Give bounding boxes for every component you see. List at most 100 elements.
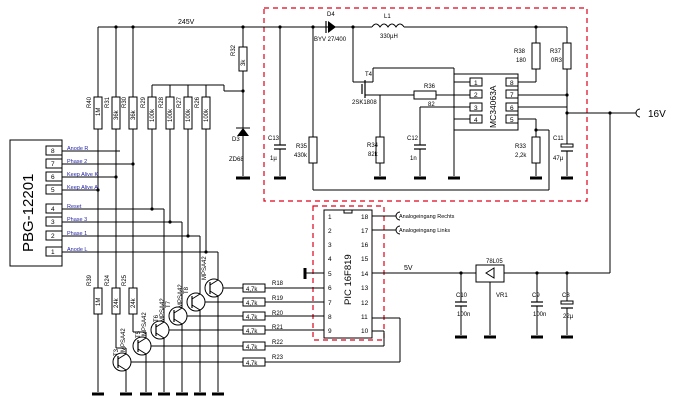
mcu-title: PIC 16F819: [343, 254, 354, 305]
transistor-t7: T7 MPSA42: [160, 221, 243, 396]
boost-converter-outline: [263, 7, 588, 202]
svg-text:9: 9: [328, 328, 332, 335]
svg-text:4,7k: 4,7k: [246, 287, 258, 293]
svg-text:3: 3: [474, 105, 478, 112]
svg-text:13: 13: [361, 285, 369, 292]
svg-text:R29: R29: [141, 96, 147, 108]
pullup-resistor-r31: 36k R31: [105, 96, 121, 130]
svg-text:2,2k: 2,2k: [515, 153, 527, 159]
svg-text:R40: R40: [87, 96, 93, 108]
svg-text:24k: 24k: [131, 297, 137, 308]
svg-text:4: 4: [328, 256, 332, 263]
svg-text:R30: R30: [122, 96, 128, 108]
transistor-t3: T3 MPSA42: [112, 328, 243, 396]
svg-text:C13: C13: [268, 136, 280, 142]
svg-text:D3: D3: [232, 137, 240, 143]
svg-text:R28: R28: [159, 96, 165, 108]
svg-text:2: 2: [51, 233, 55, 240]
svg-text:6: 6: [328, 285, 332, 292]
svg-text:Phase 1: Phase 1: [67, 231, 87, 237]
svg-text:C8: C8: [562, 293, 570, 299]
mc34063a-title: MC34063A: [488, 85, 498, 128]
base-resistor-r20: 4,7k R20: [242, 311, 324, 321]
svg-text:100n: 100n: [533, 312, 546, 318]
svg-text:430k: 430k: [294, 153, 308, 159]
svg-text:180: 180: [516, 58, 527, 64]
svg-text:100k: 100k: [168, 108, 174, 122]
svg-text:R19: R19: [272, 296, 284, 302]
svg-text:2: 2: [474, 92, 478, 99]
svg-text:T3: T3: [114, 348, 120, 356]
base-resistor-r21: 4,7k R21: [242, 325, 324, 335]
svg-text:24k: 24k: [114, 297, 120, 308]
svg-text:100k: 100k: [150, 108, 156, 122]
pullup-resistor-r40: 1M R40: [87, 96, 103, 130]
svg-text:Keep Alive K: Keep Alive K: [67, 172, 99, 178]
svg-text:4,7k: 4,7k: [246, 329, 258, 335]
svg-text:R33: R33: [515, 144, 527, 150]
svg-text:Phase 2: Phase 2: [67, 159, 87, 165]
svg-text:15: 15: [361, 256, 369, 263]
pic-16f819: PIC 16F819 1 2 3 4 5 6 7 8 9 18 17 16 15…: [303, 209, 455, 339]
svg-text:36k: 36k: [131, 109, 137, 120]
base-resistor-r23: 4,7k R23: [242, 317, 401, 367]
svg-text:R21: R21: [272, 325, 284, 331]
svg-text:C10: C10: [456, 293, 468, 299]
pullup-resistor-r28: 100k R28: [159, 96, 175, 130]
svg-text:R39: R39: [87, 274, 93, 286]
svg-text:100k: 100k: [186, 108, 192, 122]
svg-text:3: 3: [328, 242, 332, 249]
svg-text:100n: 100n: [457, 312, 470, 318]
svg-text:82: 82: [428, 102, 435, 108]
rail-5v-label: 5V: [404, 265, 413, 272]
svg-text:R35: R35: [296, 144, 308, 150]
svg-text:4: 4: [51, 206, 55, 213]
svg-text:T8: T8: [184, 286, 190, 294]
svg-text:Phase 3: Phase 3: [67, 217, 87, 223]
svg-text:8: 8: [510, 80, 514, 87]
mcu-pins-left: 1 2 3 4 5 6 7 8 9: [328, 214, 332, 335]
regulator-78l05: 5V 78L05 VR1 C10 100n C9 100n C8 22µ: [372, 113, 611, 339]
rail-245v: 245V: [97, 19, 340, 137]
svg-text:0R3: 0R3: [551, 58, 563, 64]
svg-text:36k: 36k: [114, 109, 120, 120]
svg-text:C9: C9: [532, 293, 540, 299]
svg-text:82k: 82k: [368, 152, 379, 158]
svg-text:3k: 3k: [241, 59, 247, 66]
svg-text:R27: R27: [177, 96, 183, 108]
lower-resistors: 1M R39 24k R24 24k R25: [87, 164, 138, 396]
svg-text:17: 17: [361, 228, 369, 235]
module-title: PBG-12201: [20, 174, 37, 252]
pullup-resistor-r30: 36k R30: [122, 96, 138, 130]
svg-text:8: 8: [328, 314, 332, 321]
boost-converter: D4 BYV 27/400 L1 330µH T4 2SK1808 R36 82…: [268, 12, 666, 191]
svg-text:MPSA42: MPSA42: [178, 284, 184, 308]
svg-text:BYV 27/400: BYV 27/400: [314, 37, 347, 43]
svg-text:8: 8: [51, 148, 55, 155]
svg-text:5: 5: [328, 271, 332, 278]
svg-text:C11: C11: [553, 136, 564, 142]
svg-text:R20: R20: [272, 311, 284, 317]
svg-text:18: 18: [361, 214, 369, 221]
svg-text:12: 12: [361, 300, 369, 307]
svg-text:Anode L: Anode L: [67, 247, 88, 253]
transistor-t6: T6: [150, 208, 243, 396]
svg-text:22µ: 22µ: [563, 314, 574, 320]
svg-text:2: 2: [328, 228, 332, 235]
svg-text:6: 6: [51, 174, 55, 181]
svg-text:47µ: 47µ: [553, 156, 564, 162]
svg-text:T7: T7: [166, 300, 172, 308]
svg-text:11: 11: [361, 314, 368, 321]
pullup-wires: [97, 129, 207, 252]
svg-text:5: 5: [51, 187, 55, 194]
svg-text:1: 1: [328, 214, 332, 221]
svg-text:R31: R31: [105, 96, 111, 108]
svg-text:R34: R34: [367, 143, 379, 149]
svg-text:1: 1: [474, 80, 478, 87]
svg-text:4: 4: [474, 117, 478, 124]
svg-text:10: 10: [361, 328, 369, 335]
svg-text:MPSA42: MPSA42: [160, 298, 166, 322]
svg-text:1n: 1n: [410, 156, 417, 162]
